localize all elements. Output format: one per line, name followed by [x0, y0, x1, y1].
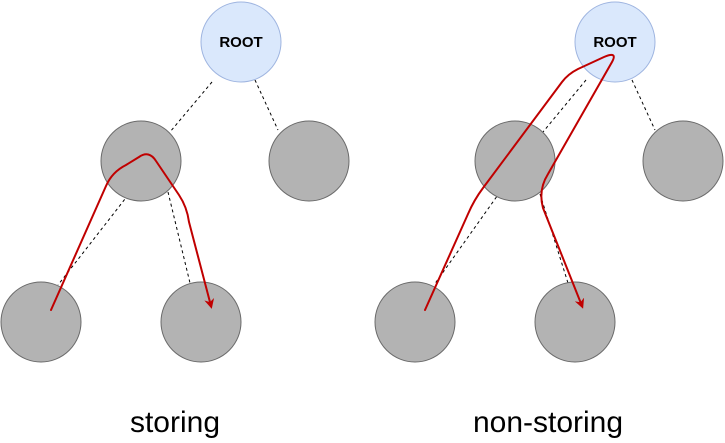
storing-caption: storing [130, 406, 220, 439]
edge-left-child-to-left-leaf [433, 191, 501, 286]
root-label: ROOT [593, 34, 636, 51]
edge-left-child-to-right-leaf [167, 191, 191, 284]
edge-root-to-right-child [631, 79, 656, 131]
edge-root-to-right-child [254, 79, 279, 131]
edge-left-child-to-right-leaf [539, 193, 569, 284]
tree-node-right-leaf [534, 281, 616, 363]
edge-left-child-to-left-leaf [57, 189, 133, 286]
root-node [200, 1, 282, 83]
tree-node-right-child [268, 120, 350, 202]
root-label: ROOT [219, 34, 262, 51]
tree-node-right-leaf [160, 281, 242, 363]
tree-node-left-child [100, 120, 182, 202]
tree-node-right-child [642, 120, 724, 202]
non-storing-panel: ROOT non-storing [374, 1, 724, 439]
tree-node-left-leaf [0, 281, 82, 363]
non-storing-caption: non-storing [473, 406, 623, 439]
storing-route-arrow [50, 153, 215, 311]
edge-root-to-left-child [542, 79, 587, 133]
non-storing-route-arrow [424, 53, 615, 311]
edge-root-to-left-child [169, 81, 213, 133]
tree-node-left-leaf [374, 281, 456, 363]
storing-panel: ROOT storing [0, 1, 350, 439]
